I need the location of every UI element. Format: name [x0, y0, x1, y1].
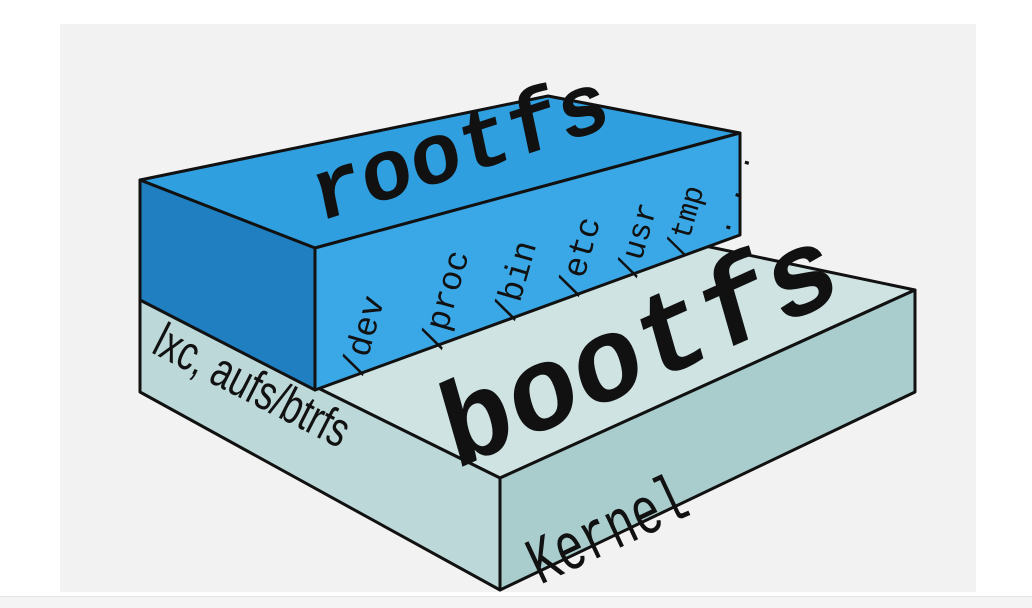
bottom-strip [0, 596, 1032, 608]
rootfs-front-face [313, 131, 742, 392]
bootfs-side-face [498, 288, 917, 592]
